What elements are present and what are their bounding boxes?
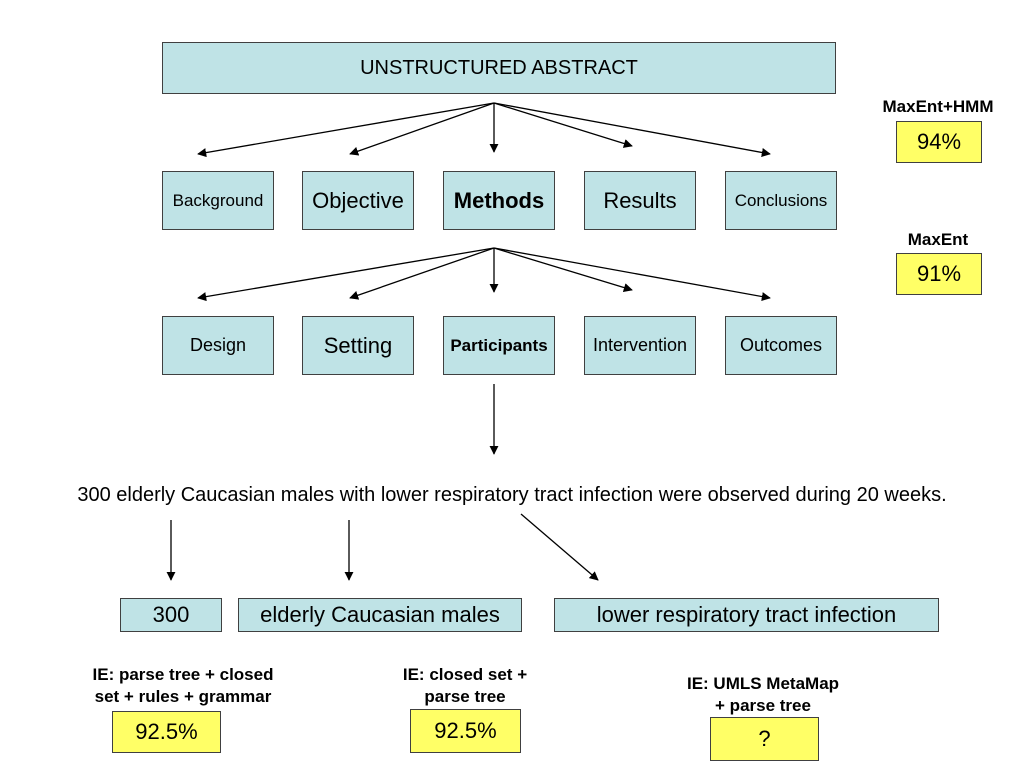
score-value-maxent: 91% <box>896 253 982 295</box>
section-methods: Methods <box>443 171 555 230</box>
score-label-maxent: MaxEnt <box>907 230 969 249</box>
example-sentence: 300 elderly Caucasian males with lower r… <box>77 484 947 506</box>
section-conclusions: Conclusions <box>725 171 837 230</box>
ie-label-parse-tree-rules: IE: parse tree + closed set + rules + gr… <box>92 665 274 706</box>
arrow-root-conclusions <box>493 102 771 157</box>
section-results: Results <box>584 171 696 230</box>
ie-value-closed-set: 92.5% <box>410 709 521 753</box>
section-background: Background <box>162 171 274 230</box>
arrow-root-objective <box>349 102 495 156</box>
ie-value-metamap: ? <box>710 717 819 761</box>
arrow-methods-setting <box>349 247 495 300</box>
arrow-root-background <box>197 102 495 158</box>
subsection-design: Design <box>162 316 274 375</box>
score-label-maxent-hmm: MaxEnt+HMM <box>882 97 994 116</box>
arrow-sentence-condition <box>520 513 599 581</box>
root-box: UNSTRUCTURED ABSTRACT <box>162 42 836 94</box>
score-value-maxent-hmm: 94% <box>896 121 982 163</box>
arrow-methods-design <box>197 247 495 302</box>
ie-label-metamap: IE: UMLS MetaMap + parse tree <box>686 674 840 715</box>
extracted-number: 300 <box>120 598 222 632</box>
extracted-condition: lower respiratory tract infection <box>554 598 939 632</box>
subsection-intervention: Intervention <box>584 316 696 375</box>
section-objective: Objective <box>302 171 414 230</box>
ie-value-parse-tree-rules: 92.5% <box>112 711 221 753</box>
arrow-methods-outcomes <box>493 247 771 302</box>
subsection-outcomes: Outcomes <box>725 316 837 375</box>
subsection-setting: Setting <box>302 316 414 375</box>
arrow-methods-intervention <box>493 247 633 292</box>
extracted-population: elderly Caucasian males <box>238 598 522 632</box>
ie-label-closed-set: IE: closed set + parse tree <box>402 665 528 706</box>
arrow-root-results <box>493 102 633 148</box>
subsection-participants: Participants <box>443 316 555 375</box>
